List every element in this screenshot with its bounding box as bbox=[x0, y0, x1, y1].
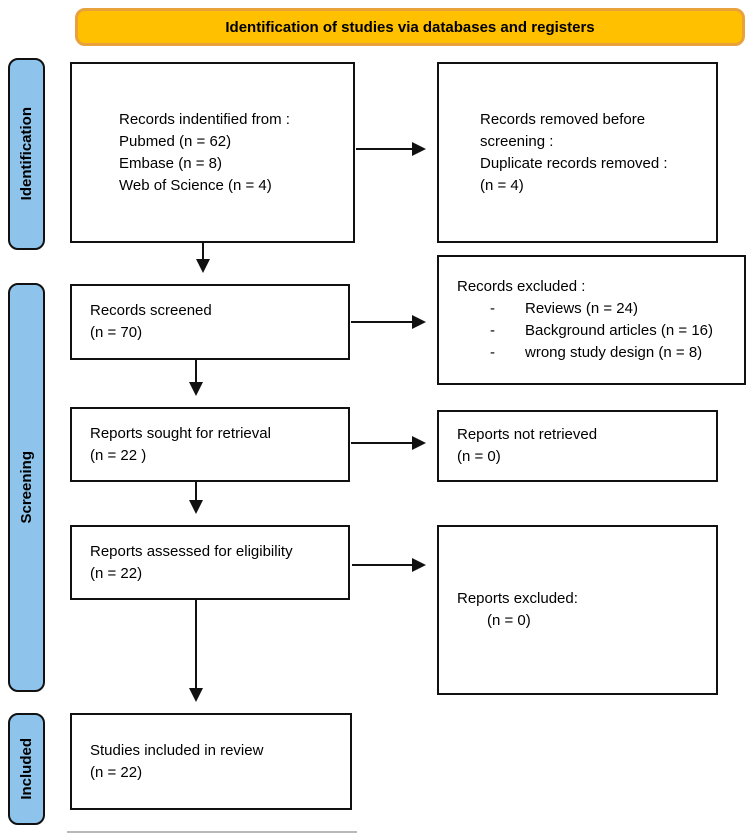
list-item-text: wrong study design (n = 8) bbox=[525, 344, 703, 361]
list-item: - Background articles (n = 16) bbox=[457, 320, 744, 342]
text-line: (n = 0) bbox=[487, 612, 531, 629]
bullet-dash: - bbox=[490, 322, 495, 339]
text-line: (n = 0) bbox=[457, 448, 501, 465]
stage-label-included: Included bbox=[8, 713, 45, 825]
text-line: Duplicate records removed : bbox=[480, 154, 668, 172]
text-line: Reports assessed for eligibility bbox=[90, 542, 293, 560]
text-line: screening : bbox=[480, 132, 554, 150]
box-reports-assessed: Reports assessed for eligibility (n = 22… bbox=[70, 525, 350, 600]
box-reports-not-retrieved: Reports not retrieved (n = 0) bbox=[437, 410, 718, 482]
text-line: (n = 22) bbox=[90, 564, 143, 582]
arrow-screened-to-excluded bbox=[351, 315, 426, 329]
arrow-assessed-to-included bbox=[189, 600, 203, 702]
text-line: (n = 22) bbox=[90, 763, 143, 781]
stage-identification-text: Identification bbox=[18, 107, 35, 201]
text-line: (n = 4) bbox=[480, 176, 524, 194]
stage-label-screening: Screening bbox=[8, 283, 45, 692]
text-line: Records excluded : bbox=[457, 278, 586, 295]
box-reports-excluded: Reports excluded: (n = 0) bbox=[437, 525, 718, 695]
banner-title: Identification of studies via databases … bbox=[75, 8, 745, 46]
text-line: Records removed before bbox=[480, 110, 646, 128]
list-item: - Reviews (n = 24) bbox=[457, 298, 744, 320]
text-line: Records screened bbox=[90, 302, 212, 319]
text-line: Reports sought for retrieval bbox=[90, 424, 271, 442]
stage-screening-text: Screening bbox=[18, 451, 35, 524]
list-item-text: Reviews (n = 24) bbox=[525, 300, 638, 317]
text-line: Web of Science (n = 4) bbox=[119, 176, 272, 194]
bullet-dash: - bbox=[490, 344, 495, 361]
arrow-identified-to-screened bbox=[196, 243, 210, 273]
arrow-sought-to-not-retrieved bbox=[351, 436, 426, 450]
box-reports-sought: Reports sought for retrieval (n = 22 ) bbox=[70, 407, 350, 482]
box-records-removed: Records removed before screening : Dupli… bbox=[437, 62, 718, 243]
banner-title-label: Identification of studies via databases … bbox=[225, 18, 595, 36]
stage-included-text: Included bbox=[18, 738, 35, 800]
text-line: Reports not retrieved bbox=[457, 426, 598, 443]
bullet-dash: - bbox=[490, 300, 495, 317]
arrow-screened-to-sought bbox=[189, 360, 203, 396]
text-line: Records indentified from : bbox=[119, 110, 290, 128]
box-studies-included: Studies included in review (n = 22) bbox=[70, 713, 352, 810]
arrow-assessed-to-excluded bbox=[352, 558, 426, 572]
list-item-text: Background articles (n = 16) bbox=[525, 322, 714, 339]
stage-label-identification: Identification bbox=[8, 58, 45, 250]
box-records-identified: Records indentified from : Pubmed (n = 6… bbox=[70, 62, 355, 243]
text-line: Reports excluded: bbox=[457, 590, 578, 607]
cropped-box-edge bbox=[67, 831, 357, 833]
box-records-excluded: Records excluded : - Reviews (n = 24) - … bbox=[437, 255, 746, 385]
arrow-sought-to-assessed bbox=[189, 482, 203, 514]
text-line: Pubmed (n = 62) bbox=[119, 132, 232, 150]
list-item: - wrong study design (n = 8) bbox=[457, 342, 744, 364]
text-line: (n = 22 ) bbox=[90, 446, 147, 464]
box-records-screened: Records screened (n = 70) bbox=[70, 284, 350, 360]
text-line: (n = 70) bbox=[90, 324, 143, 341]
text-line: Embase (n = 8) bbox=[119, 154, 222, 172]
arrow-identified-to-removed bbox=[356, 142, 426, 156]
text-line: Studies included in review bbox=[90, 741, 264, 759]
